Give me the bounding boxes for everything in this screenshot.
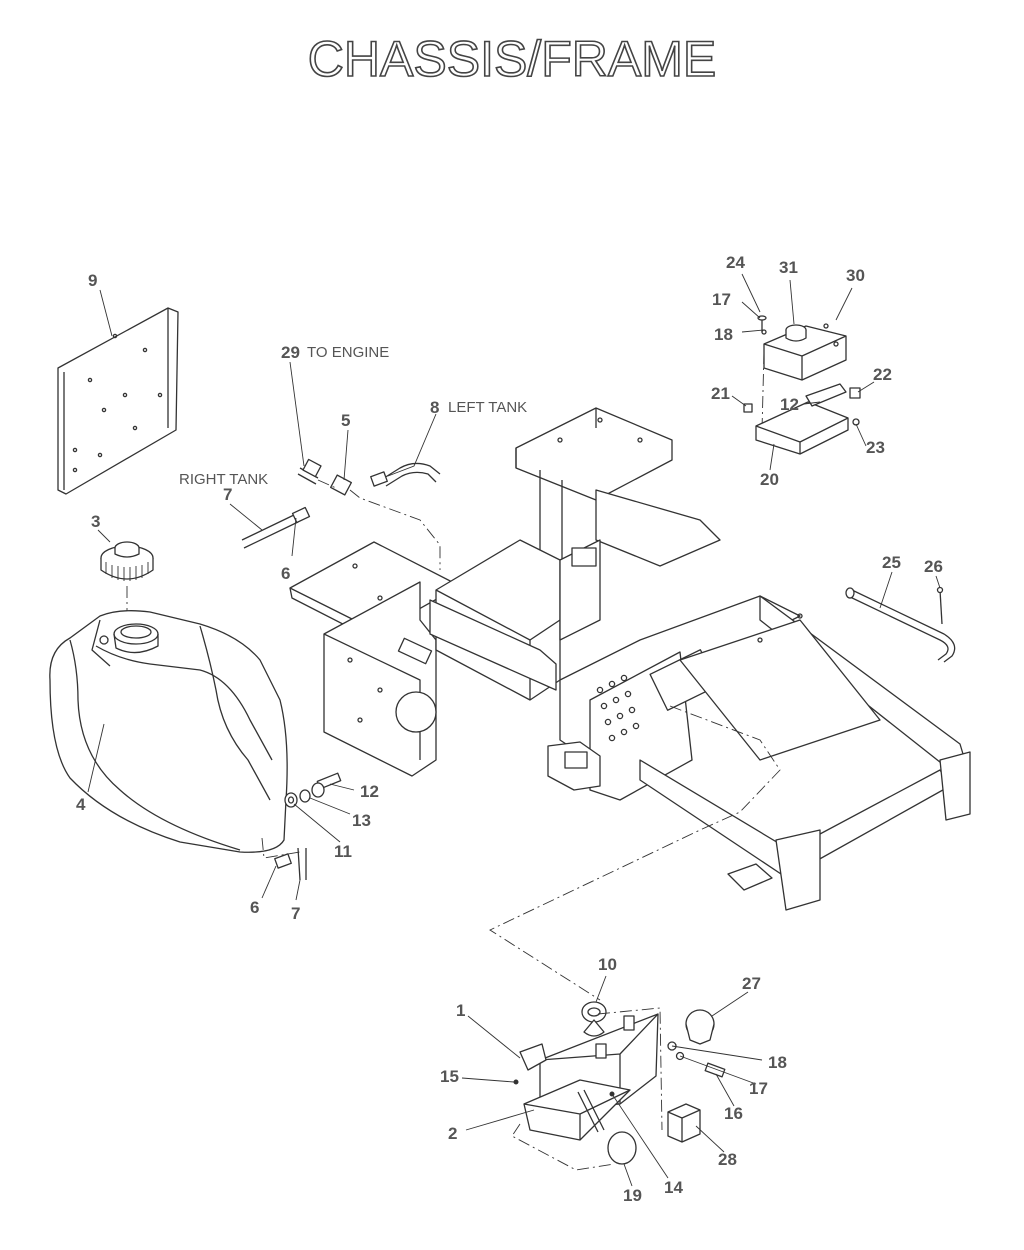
callout-16: 16 [724, 1104, 743, 1123]
callout-25: 25 [882, 553, 901, 572]
callout-31: 31 [779, 258, 798, 277]
callout-11: 11 [334, 842, 352, 861]
callout-21: 21 [711, 384, 730, 403]
lower-fuel-line [261, 837, 307, 881]
callout-29: 29 [281, 343, 300, 362]
callout-7: 7 [223, 485, 232, 504]
callout-15: 15 [440, 1067, 459, 1086]
callout-17: 17 [712, 290, 731, 309]
callout-numbers: 9 29 5 8 7 6 3 4 12 13 11 6 7 24 31 30 1… [76, 253, 943, 1205]
page-title: CHASSIS/FRAME [307, 30, 717, 88]
callout-23: 23 [866, 438, 885, 457]
callout-7-lower: 7 [291, 904, 300, 923]
callout-17-lower: 17 [749, 1079, 768, 1098]
note-left-tank: LEFT TANK [448, 399, 527, 416]
callout-19: 19 [623, 1186, 642, 1205]
leader-lines [87, 273, 941, 1187]
callout-5: 5 [341, 411, 350, 430]
callout-12-battery: 12 [780, 395, 799, 414]
callout-13: 13 [352, 811, 371, 830]
chassis-frame [289, 407, 971, 1001]
callout-26: 26 [924, 557, 943, 576]
tank-mounting-hardware [284, 772, 342, 808]
part-3-fuel-cap [100, 541, 154, 612]
callout-20: 20 [760, 470, 779, 489]
callout-27: 27 [742, 974, 761, 993]
callout-12: 12 [360, 782, 379, 801]
callout-8: 8 [430, 398, 439, 417]
lower-mount-assembly [511, 1001, 726, 1171]
callout-3: 3 [91, 512, 100, 531]
note-right-tank: RIGHT TANK [179, 471, 268, 488]
callout-24: 24 [726, 253, 745, 272]
battery-box-assembly [743, 315, 861, 455]
callout-14: 14 [664, 1178, 683, 1197]
callout-6: 6 [281, 564, 290, 583]
callout-6-lower: 6 [250, 898, 259, 917]
callout-4: 4 [76, 795, 86, 814]
callout-2: 2 [448, 1124, 457, 1143]
note-to-engine: TO ENGINE [307, 344, 389, 361]
fuel-line-assembly [241, 458, 441, 570]
callout-22: 22 [873, 365, 892, 384]
part-25-rod-and-part-26-pin [845, 586, 956, 663]
callout-18-lower: 18 [768, 1053, 787, 1072]
callout-9: 9 [88, 271, 97, 290]
part-9-side-panel [57, 307, 179, 495]
part-4-fuel-tank [49, 610, 288, 853]
callout-1: 1 [456, 1001, 465, 1020]
callout-28: 28 [718, 1150, 737, 1169]
callout-10: 10 [598, 955, 617, 974]
callout-30: 30 [846, 266, 865, 285]
callout-18: 18 [714, 325, 733, 344]
